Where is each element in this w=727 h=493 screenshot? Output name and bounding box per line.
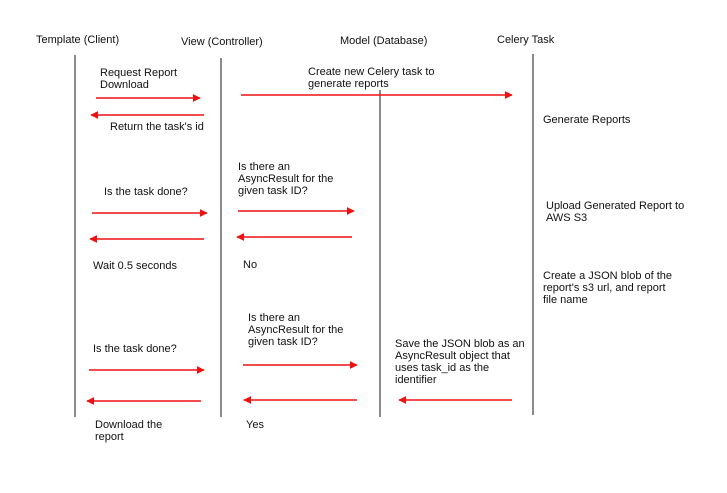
- lane-header-model: Model (Database): [340, 35, 428, 47]
- label-async-query-1: Is there an AsyncResult for the given ta…: [238, 161, 334, 197]
- label-async-query-2: Is there an AsyncResult for the given ta…: [248, 312, 344, 348]
- label-upload-s3: Upload Generated Report to AWS S3: [546, 200, 685, 224]
- label-request-report: Request Report Download: [100, 67, 178, 91]
- label-generate-reports: Generate Reports: [543, 114, 631, 126]
- label-save-json: Save the JSON blob as an AsyncResult obj…: [395, 338, 525, 386]
- lane-header-celery: Celery Task: [497, 34, 555, 46]
- label-create-task: Create new Celery task to generate repor…: [308, 66, 435, 90]
- label-return-task-id: Return the task's id: [110, 121, 204, 133]
- label-download: Download the report: [95, 419, 163, 443]
- label-task-done-2: Is the task done?: [93, 343, 177, 355]
- label-wait: Wait 0.5 seconds: [93, 260, 177, 272]
- label-yes: Yes: [246, 419, 264, 431]
- label-json-blob: Create a JSON blob of the report's s3 ur…: [543, 270, 673, 306]
- lane-header-view: View (Controller): [181, 36, 263, 48]
- lane-header-template: Template (Client): [36, 34, 120, 46]
- label-no: No: [243, 259, 258, 271]
- label-task-done-1: Is the task done?: [104, 186, 188, 198]
